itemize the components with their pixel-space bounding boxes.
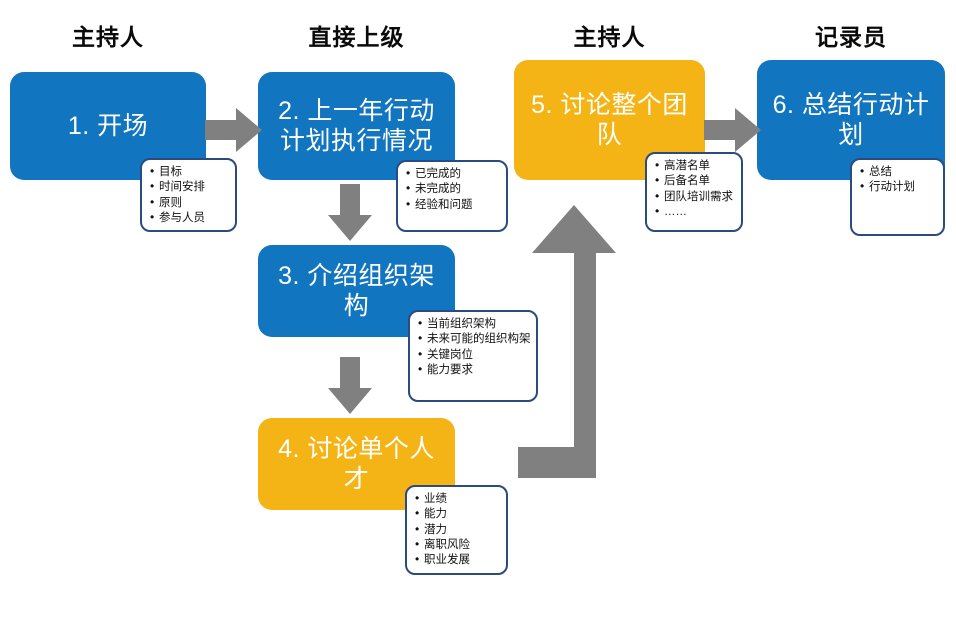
callout-item: 职业发展 bbox=[415, 552, 502, 568]
arrow-step5-to-step6 bbox=[704, 106, 762, 154]
callout-item: 能力 bbox=[415, 506, 502, 522]
callout-item: 当前组织架构 bbox=[418, 316, 532, 332]
callout-item: 总结 bbox=[860, 164, 939, 180]
step-box-5[interactable]: 5. 讨论整个团队 bbox=[514, 60, 705, 180]
callout-item: 行动计划 bbox=[860, 179, 939, 195]
callout-item: 原则 bbox=[150, 195, 231, 211]
step-box-6-label: 6. 总结行动计划 bbox=[772, 90, 930, 150]
arrow-step1-to-step2 bbox=[205, 106, 263, 154]
step-box-3-label: 3. 介绍组织架构 bbox=[278, 261, 435, 321]
callout-item: 后备名单 bbox=[655, 173, 737, 189]
callout-item: 关键岗位 bbox=[418, 347, 532, 363]
callout-step-1-list: 目标 时间安排 原则 参与人员 bbox=[150, 164, 231, 226]
callout-step-1: 目标 时间安排 原则 参与人员 bbox=[140, 158, 237, 232]
callout-item: 能力要求 bbox=[418, 362, 532, 378]
callout-step-3: 当前组织架构 未来可能的组织构架 关键岗位 能力要求 bbox=[408, 310, 538, 402]
callout-step-6-list: 总结 行动计划 bbox=[860, 164, 939, 196]
callout-item: 高潜名单 bbox=[655, 158, 737, 174]
step-box-1[interactable]: 1. 开场 bbox=[10, 72, 206, 180]
arrow-step2-to-step3 bbox=[326, 184, 374, 242]
callout-step-5-list: 高潜名单 后备名单 团队培训需求 …… bbox=[655, 158, 737, 220]
step-box-4-label: 4. 讨论单个人才 bbox=[278, 434, 435, 494]
role-label-3: 主持人 bbox=[573, 24, 646, 50]
step-box-2-label: 2. 上一年行动计划执行情况 bbox=[278, 96, 435, 156]
role-label-4: 记录员 bbox=[815, 24, 887, 50]
callout-item: 未来可能的组织构架 bbox=[418, 331, 532, 347]
callout-step-6: 总结 行动计划 bbox=[850, 158, 945, 236]
callout-item: 时间安排 bbox=[150, 179, 231, 195]
arrow-step3-to-step4 bbox=[326, 357, 374, 415]
callout-step-2-list: 已完成的 未完成的 经验和问题 bbox=[406, 166, 502, 213]
step-box-1-label: 1. 开场 bbox=[67, 111, 149, 140]
callout-step-2: 已完成的 未完成的 经验和问题 bbox=[396, 160, 508, 232]
callout-item: 潜力 bbox=[415, 522, 502, 538]
callout-step-3-list: 当前组织架构 未来可能的组织构架 关键岗位 能力要求 bbox=[418, 316, 532, 378]
callout-item: 已完成的 bbox=[406, 166, 502, 182]
arrow-step4-to-step5 bbox=[512, 203, 616, 478]
callout-item: 团队培训需求 bbox=[655, 189, 737, 205]
callout-step-5: 高潜名单 后备名单 团队培训需求 …… bbox=[645, 152, 743, 232]
callout-step-4: 业绩 能力 潜力 离职风险 职业发展 bbox=[405, 485, 508, 575]
callout-step-4-list: 业绩 能力 潜力 离职风险 职业发展 bbox=[415, 491, 502, 568]
role-label-2: 直接上级 bbox=[308, 24, 405, 50]
callout-item: 目标 bbox=[150, 164, 231, 180]
callout-item: 离职风险 bbox=[415, 537, 502, 553]
role-label-1: 主持人 bbox=[72, 24, 144, 50]
callout-item: 参与人员 bbox=[150, 210, 231, 226]
callout-item: 业绩 bbox=[415, 491, 502, 507]
callout-item: 未完成的 bbox=[406, 181, 502, 197]
callout-item: 经验和问题 bbox=[406, 197, 502, 213]
callout-item: …… bbox=[655, 204, 737, 220]
step-box-5-label: 5. 讨论整个团队 bbox=[531, 90, 688, 150]
